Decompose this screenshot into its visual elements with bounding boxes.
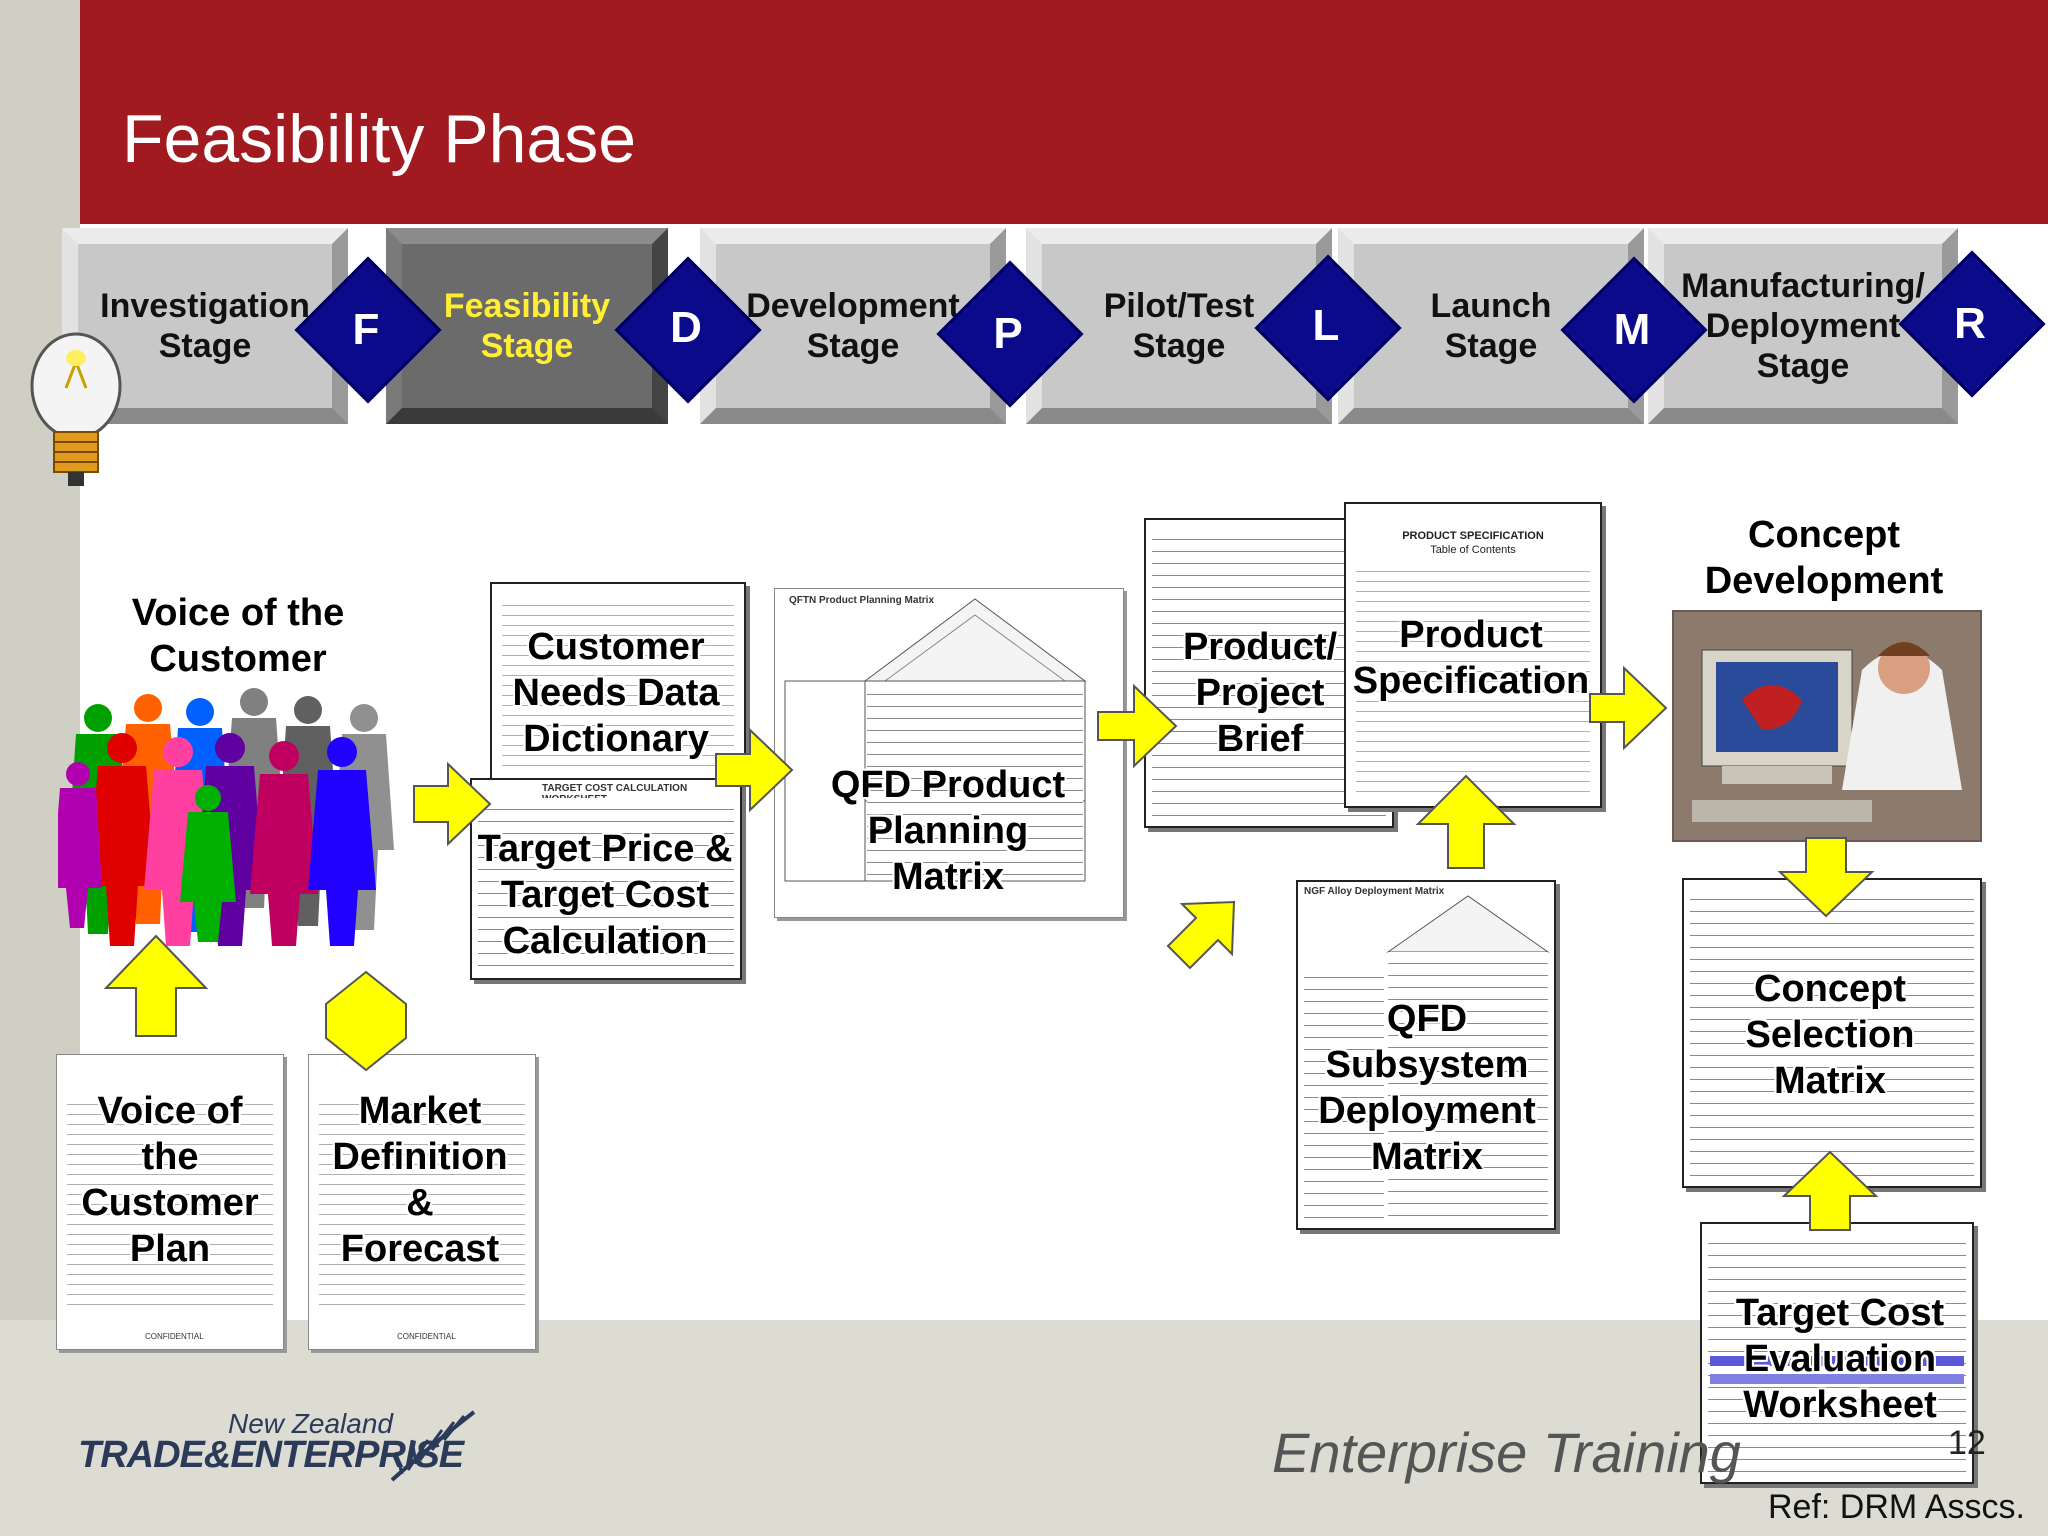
nzte-logo-line1: New Zealand (228, 1408, 393, 1439)
gate-label-m: M (1613, 305, 1651, 354)
enterprise-training-text: Enterprise Training (1272, 1421, 1741, 1484)
qfd-planning-matrix-document[interactable]: QFTN Product Planning Matrix (774, 588, 1124, 918)
lightbulb-icon (30, 332, 122, 486)
gate-label-r: R (1954, 299, 1986, 348)
market-forecast-label: Market Definition & Forecast (332, 1090, 508, 1270)
page-number: 12 (1948, 1424, 1986, 1462)
qfd-subsystem-document[interactable]: NGF Alloy Deployment Matrix (1296, 880, 1556, 1230)
qfd-doc-title: QFTN Product Planning Matrix (789, 595, 935, 606)
gate-label-d: D (670, 303, 702, 352)
reference-text: Ref: DRM Asscs. (1768, 1488, 2025, 1526)
market-forecast-document[interactable]: CONFIDENTIAL (308, 1054, 536, 1350)
target-cost-evaluation-label: Target Cost Evaluation Worksheet (1735, 1292, 1945, 1426)
needs-dictionary-label: Customer Needs Data Dictionary (512, 626, 720, 760)
voc-plan-document[interactable]: CONFIDENTIAL (56, 1054, 284, 1350)
customer-crowd-illustration (58, 688, 394, 946)
fern-logo-icon (390, 1410, 476, 1482)
arrow-up-voc-plan (103, 934, 209, 1037)
concept-selection-label: Concept Selection Matrix (1745, 968, 1915, 1102)
title-banner (80, 0, 2048, 224)
voc-plan-confidential: CONFIDENTIAL (145, 1332, 204, 1341)
stage-pilot-test[interactable]: Pilot/Test Stage (1026, 228, 1332, 424)
gate-label-p: P (993, 309, 1023, 358)
product-specification-label: Product Specification (1352, 614, 1590, 702)
gate-label-f: F (352, 305, 380, 354)
qfd-planning-label: QFD Product Planning Matrix (830, 764, 1066, 898)
gate-label-l: L (1312, 301, 1340, 350)
spec-doc-title: PRODUCT SPECIFICATION (1402, 530, 1544, 542)
concept-selection-matrix-document[interactable] (1682, 878, 1982, 1188)
target-cost-evaluation-document[interactable] (1700, 1222, 1974, 1484)
ngf-doc-title: NGF Alloy Deployment Matrix (1304, 886, 1445, 897)
market-forecast-confidential: CONFIDENTIAL (397, 1332, 456, 1341)
voc-plan-label: Voice of the Customer Plan (81, 1090, 259, 1270)
spec-doc-subtitle: Table of Contents (1430, 544, 1516, 556)
target-cost-worksheet-document[interactable]: TARGET COST CALCULATION WORKSHEET (470, 778, 742, 980)
computer-user-photo (1672, 610, 1982, 842)
voice-of-customer-heading: Voice of the Customer (131, 592, 345, 680)
slide-title: Feasibility Phase (122, 101, 637, 177)
qfd-subsystem-label: QFD Subsystem Deployment Matrix (1318, 998, 1536, 1178)
project-brief-label: Product/ Project Brief (1182, 626, 1338, 760)
needs-dictionary-document[interactable] (490, 582, 746, 782)
product-specification-document[interactable]: PRODUCT SPECIFICATION Table of Contents (1344, 502, 1602, 808)
concept-development-heading: Concept Development (1704, 514, 1944, 602)
target-price-label: Target Price & Target Cost Calculation (477, 828, 733, 962)
arrow-diagonal-to-subsystem (1166, 900, 1236, 970)
